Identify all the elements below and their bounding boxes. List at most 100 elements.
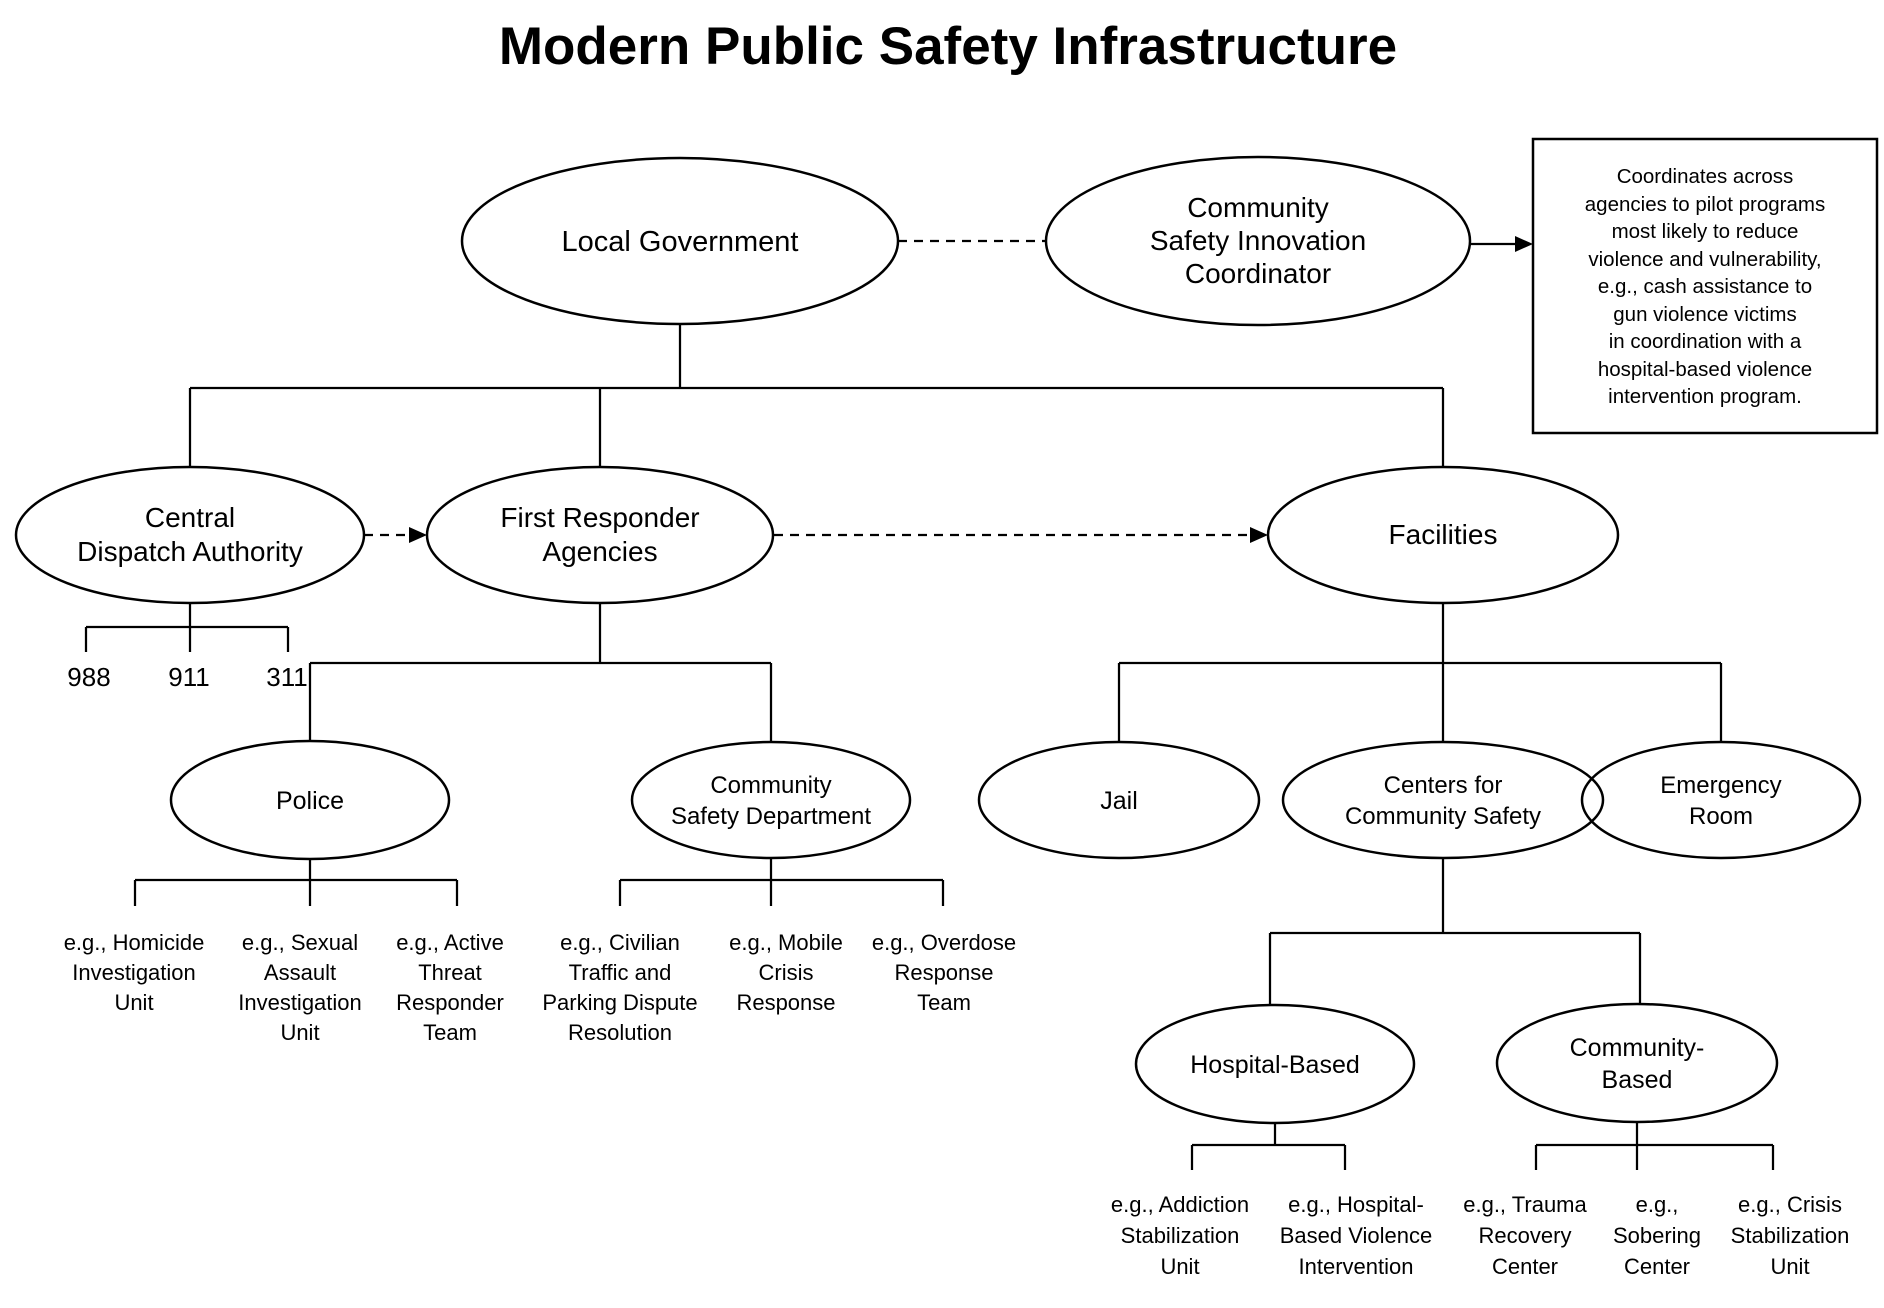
leaf-line: Response <box>894 960 993 985</box>
leaf-line: Stabilization <box>1121 1223 1240 1248</box>
dispatch-number-911: 911 <box>168 662 209 692</box>
annotation-box <box>1531 137 1879 435</box>
annotation-note: Coordinates across agencies to pilot pro… <box>1531 137 1879 435</box>
relation-connectors <box>364 236 1533 543</box>
node-local-government: Local Government <box>460 156 900 326</box>
leaf-line: e.g., Crisis <box>1738 1192 1842 1217</box>
leaf-line: e.g., Addiction <box>1111 1192 1249 1217</box>
leaf-addiction-stabilization-unit: e.g., Addiction Stabilization Unit <box>1111 1192 1249 1279</box>
annotation-line: e.g., cash assistance to <box>1598 275 1812 298</box>
node-ellipse <box>630 740 912 860</box>
node-ellipse <box>425 465 775 605</box>
tree-connectors <box>84 323 1775 1170</box>
node-ellipse <box>1281 740 1605 860</box>
arrowhead-to-facilities <box>1250 527 1268 543</box>
node-facilities: Facilities <box>1266 465 1620 605</box>
node-hospital-based: Hospital-Based <box>1134 1003 1416 1125</box>
leaf-line: e.g., Trauma <box>1463 1192 1587 1217</box>
node-police: Police <box>169 739 451 861</box>
node-label-line: First Responder <box>500 502 699 533</box>
leaf-line: Resolution <box>568 1020 672 1045</box>
leaf-line: Investigation <box>72 960 196 985</box>
node-label: Hospital-Based <box>1190 1051 1360 1079</box>
node-label-line: Dispatch Authority <box>77 536 303 567</box>
node-ellipse <box>460 156 900 326</box>
dispatch-number-labels: 988 911 311 <box>67 662 307 692</box>
leaf-line: Unit <box>1160 1254 1199 1279</box>
leaf-line: e.g., <box>1636 1192 1679 1217</box>
node-emergency-room: Emergency Room <box>1580 740 1862 860</box>
node-label: Police <box>276 787 344 815</box>
leaf-mobile-crisis-response: e.g., Mobile Crisis Response <box>729 930 843 1015</box>
leaf-line: e.g., Homicide <box>64 930 205 955</box>
leaf-crisis-stabilization-unit: e.g., Crisis Stabilization Unit <box>1731 1192 1850 1279</box>
node-label: Jail <box>1100 787 1138 815</box>
node-ellipse <box>1134 1003 1416 1125</box>
page-title: Modern Public Safety Infrastructure <box>499 17 1397 76</box>
annotation-line: in coordination with a <box>1609 330 1802 353</box>
leaf-line: Recovery <box>1479 1223 1572 1248</box>
leaf-line: Unit <box>1770 1254 1809 1279</box>
node-label-line: Coordinator <box>1185 258 1331 289</box>
leaf-line: Unit <box>114 990 153 1015</box>
node-label-line: Emergency <box>1660 772 1781 799</box>
leaf-line: e.g., Hospital- <box>1288 1192 1424 1217</box>
node-ellipse <box>169 739 451 861</box>
annotation-line: most likely to reduce <box>1612 220 1799 243</box>
leaf-line: Responder <box>396 990 504 1015</box>
leaf-line: Unit <box>280 1020 319 1045</box>
node-label-line: Based <box>1602 1066 1673 1094</box>
annotation-line: violence and vulnerability, <box>1588 248 1821 271</box>
leaf-active-threat-responder-team: e.g., Active Threat Responder Team <box>396 930 504 1045</box>
node-label-line: Safety Innovation <box>1150 225 1366 256</box>
leaf-line: Crisis <box>759 960 814 985</box>
node-label: Facilities <box>1389 519 1498 550</box>
leaf-line: Based Violence <box>1280 1223 1433 1248</box>
leaf-line: Parking Dispute <box>542 990 697 1015</box>
leaf-line: Team <box>917 990 971 1015</box>
annotation-line: gun violence victims <box>1613 303 1796 326</box>
node-central-dispatch-authority: Central Dispatch Authority <box>14 465 366 605</box>
dispatch-number-311: 311 <box>266 662 307 692</box>
annotation-line: agencies to pilot programs <box>1585 193 1825 216</box>
leaf-line: Center <box>1492 1254 1558 1279</box>
leaf-line: e.g., Mobile <box>729 930 843 955</box>
leaf-overdose-response-team: e.g., Overdose Response Team <box>872 930 1016 1015</box>
node-label-line: Safety Department <box>671 803 871 830</box>
arrowhead-to-first-responder <box>409 527 427 543</box>
leaf-sexual-assault-investigation-unit: e.g., Sexual Assault Investigation Unit <box>238 930 362 1045</box>
leaf-line: e.g., Active <box>396 930 504 955</box>
leaf-line: e.g., Civilian <box>560 930 680 955</box>
dispatch-number-988: 988 <box>67 662 110 692</box>
node-ellipse <box>1044 155 1472 327</box>
arrowhead-to-note <box>1515 236 1533 252</box>
leaf-line: e.g., Sexual <box>242 930 358 955</box>
leaf-line: Team <box>423 1020 477 1045</box>
leaf-line: e.g., Overdose <box>872 930 1016 955</box>
node-label-line: Central <box>145 502 235 533</box>
node-label-line: Community <box>710 772 831 799</box>
node-ellipse <box>1266 465 1620 605</box>
node-centers-for-community-safety: Centers for Community Safety <box>1281 740 1605 860</box>
node-label-line: Centers for <box>1384 772 1503 799</box>
leaf-civilian-traffic-parking-dispute-resolution: e.g., Civilian Traffic and Parking Dispu… <box>542 930 697 1045</box>
node-label-line: Community Safety <box>1345 803 1541 830</box>
node-ellipse <box>1580 740 1862 860</box>
leaf-sobering-center: e.g., Sobering Center <box>1613 1192 1701 1279</box>
node-first-responder-agencies: First Responder Agencies <box>425 465 775 605</box>
node-label-line: Room <box>1689 803 1753 830</box>
annotation-line: intervention program. <box>1608 385 1802 408</box>
annotation-line: hospital-based violence <box>1598 358 1812 381</box>
leaf-line: Stabilization <box>1731 1223 1850 1248</box>
node-community-based: Community- Based <box>1495 1002 1779 1124</box>
node-ellipse <box>14 465 366 605</box>
node-label-line: Community <box>1187 192 1329 223</box>
leaf-line: Center <box>1624 1254 1690 1279</box>
annotation-line: Coordinates across <box>1617 165 1794 188</box>
leaf-line: Traffic and <box>569 960 672 985</box>
leaf-hospital-based-violence-intervention: e.g., Hospital- Based Violence Intervent… <box>1280 1192 1433 1279</box>
leaf-trauma-recovery-center: e.g., Trauma Recovery Center <box>1463 1192 1587 1279</box>
node-jail: Jail <box>977 740 1261 860</box>
node-label-line: Community- <box>1570 1034 1705 1062</box>
